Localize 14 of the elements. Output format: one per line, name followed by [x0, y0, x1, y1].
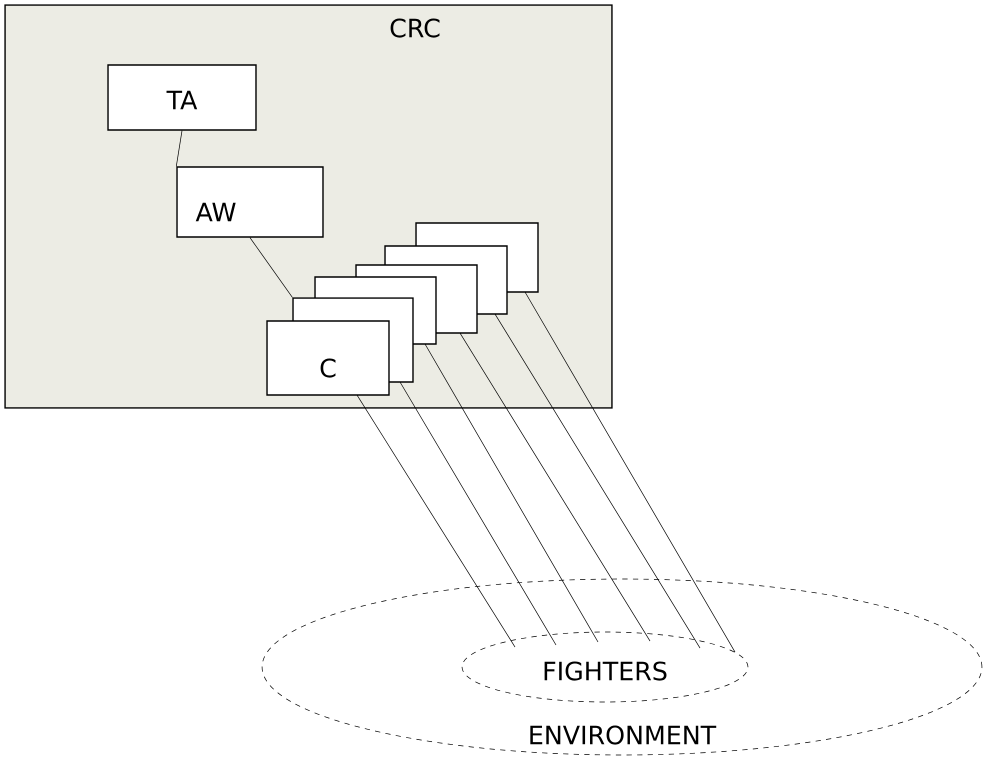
panel-title: CRC	[390, 18, 440, 38]
ellipse-label: ENVIRONMENT	[530, 725, 716, 745]
box-label: C	[320, 358, 336, 378]
connector-line	[494, 314, 700, 648]
box-label: AW	[196, 202, 236, 222]
connector-line	[400, 382, 556, 646]
connector-line	[176, 130, 182, 167]
connector-line	[460, 332, 650, 642]
box-label: TA	[166, 90, 198, 110]
ellipse-label: FIGHTERS	[544, 661, 666, 681]
connector-line	[524, 292, 736, 652]
connector-line	[250, 237, 293, 298]
connector-line	[356, 394, 516, 648]
connector-line	[424, 344, 598, 642]
